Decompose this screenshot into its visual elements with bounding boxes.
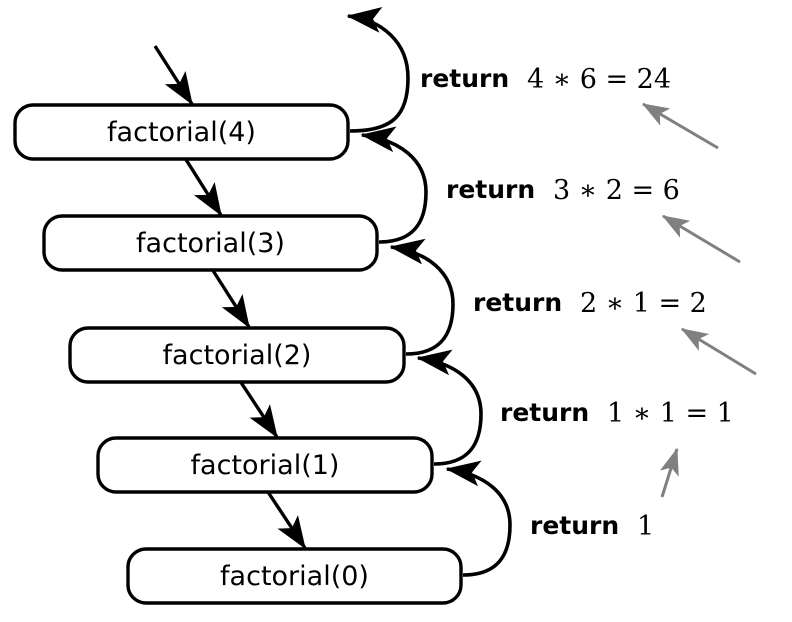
return-expression: 3 ∗ 2 = 6 (553, 175, 680, 206)
call-edge-n1-to-n0 (266, 491, 307, 550)
node-box (13, 103, 350, 161)
nodes-group: factorial(4) factorial(3) factorial(2) f… (13, 103, 463, 605)
node-box (68, 326, 406, 384)
return-label-r1: return 1 ∗ 1 = 1 (500, 398, 734, 429)
annotation-arrows-group (641, 102, 757, 498)
return-label-r3: return 3 ∗ 2 = 6 (446, 175, 680, 206)
return-keyword: return (473, 288, 562, 317)
return-expression: 4 ∗ 6 = 24 (527, 64, 671, 95)
return-expression: 1 ∗ 1 = 1 (607, 398, 734, 429)
node-factorial-2[interactable]: factorial(2) (68, 326, 406, 384)
return-edge-n2-to-n3 (389, 238, 455, 356)
return-keyword: return (500, 398, 589, 427)
call-edge-n4-to-n3 (183, 157, 223, 217)
node-box (126, 547, 463, 605)
node-box (96, 436, 434, 494)
return-edge-n0-to-n1 (445, 460, 512, 577)
node-factorial-1[interactable]: factorial(1) (96, 436, 434, 494)
return-edge-n3-to-n4 (360, 126, 428, 244)
node-label: factorial(3) (136, 228, 285, 259)
node-factorial-4[interactable]: factorial(4) (13, 103, 350, 161)
call-edge-n3-to-n2 (210, 268, 251, 329)
return-labels-group: return 4 ∗ 6 = 24 return 3 ∗ 2 = 6 retur… (420, 64, 734, 542)
call-edge-n2-to-n1 (238, 380, 279, 439)
return-keyword: return (420, 64, 509, 93)
return-keyword: return (530, 511, 619, 540)
node-label: factorial(1) (191, 450, 340, 481)
node-label: factorial(4) (107, 117, 256, 148)
node-label: factorial(0) (220, 561, 369, 592)
return-edge-n4-to-caller (346, 7, 410, 133)
annotation-arrow-r0-to-r1 (659, 447, 679, 498)
node-factorial-0[interactable]: factorial(0) (126, 547, 463, 605)
return-keyword: return (446, 175, 535, 204)
call-edge-entry-to-n4 (153, 45, 194, 106)
call-edges-group (153, 45, 307, 550)
annotation-arrow-r2-to-r3 (661, 214, 741, 264)
return-edge-n1-to-n2 (416, 349, 483, 466)
return-label-r4: return 4 ∗ 6 = 24 (420, 64, 671, 95)
annotation-arrow-r3-to-r4 (641, 102, 719, 150)
return-label-r2: return 2 ∗ 1 = 2 (473, 288, 707, 319)
node-factorial-3[interactable]: factorial(3) (42, 214, 379, 272)
return-expression: 2 ∗ 1 = 2 (580, 288, 707, 319)
node-label: factorial(2) (163, 340, 312, 371)
annotation-arrow-r1-to-r2 (680, 327, 757, 376)
return-label-r0: return 1 (530, 511, 654, 542)
node-box (42, 214, 379, 272)
return-expression: 1 (637, 511, 654, 542)
return-edges-group (346, 7, 512, 577)
